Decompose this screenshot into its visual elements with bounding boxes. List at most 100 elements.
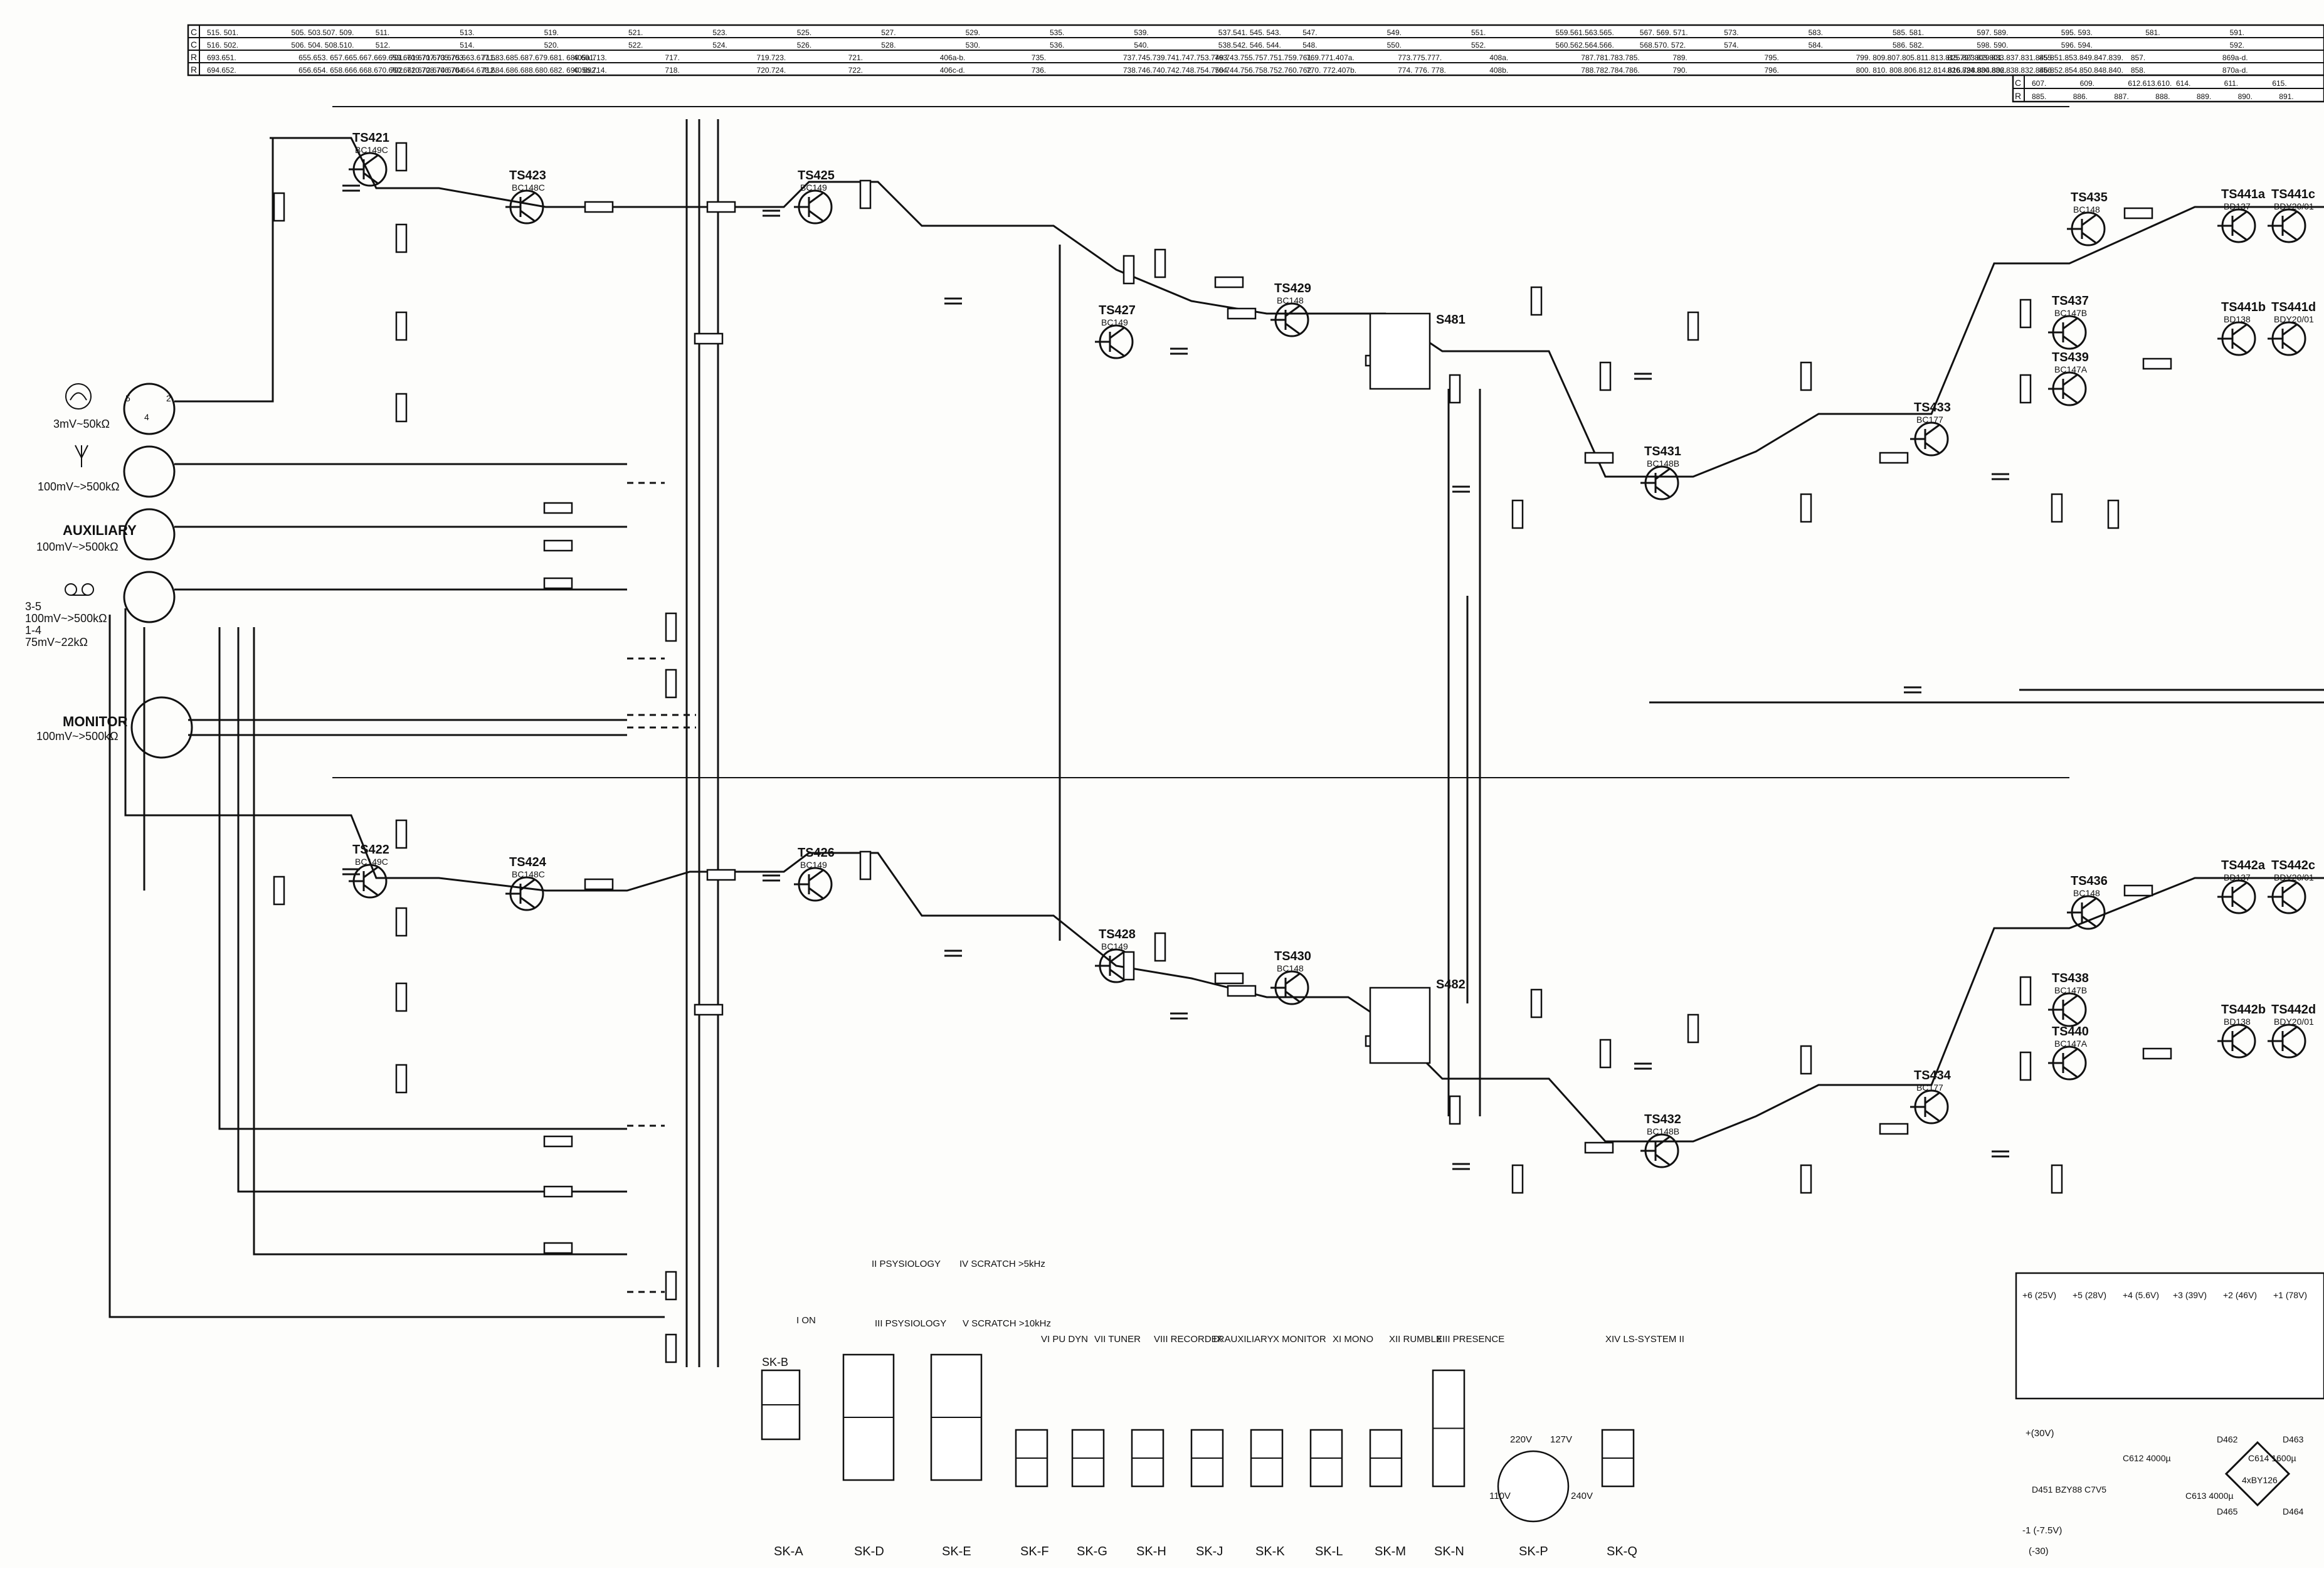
table-cell: 535. [1050, 28, 1064, 37]
table-cell: 405a.713. [573, 53, 606, 62]
switch-sk-k [1250, 1429, 1284, 1488]
resistor [1122, 951, 1135, 981]
table-row-tag: C [191, 40, 197, 50]
switch-sk-m [1369, 1429, 1403, 1488]
switch-sk-f [1015, 1429, 1048, 1488]
table-cell: 718. [665, 66, 679, 75]
transistor-type: BD138 [2224, 314, 2251, 324]
capacitor [1634, 1062, 1652, 1070]
table-cell: 869a-d. [2222, 53, 2248, 62]
transistor-group: TS421BC149CTS423BC148CTS425BC149TS427BC1… [349, 131, 2316, 1168]
input-label-monitor: MONITOR [63, 714, 128, 729]
table-cell: 609. [2080, 79, 2094, 88]
table-cell: 702. 710.708.706.704. [390, 66, 465, 75]
table-cell: 513. [460, 28, 474, 37]
resistor [1449, 374, 1461, 404]
transistor-type: BDY20/01 [2274, 872, 2314, 882]
svg-text:5: 5 [125, 393, 130, 403]
transistor-type: BD137 [2224, 201, 2251, 211]
din-socket-tuner [123, 445, 176, 498]
table-cell: 521. [628, 28, 643, 37]
switch-sk-p [1497, 1450, 1570, 1523]
resistor [1227, 307, 1257, 320]
table-cell: 888. [2155, 92, 2170, 101]
transistor-ref: TS437 [2052, 294, 2089, 308]
table-cell: 538.542. 546. 544. [1218, 41, 1281, 50]
component-symbols [273, 142, 2172, 1363]
resistor [1530, 988, 1543, 1018]
supply-diode-label: D462 [2217, 1434, 2238, 1444]
table-cell: 773.775.777. [1398, 53, 1442, 62]
table-cell: 788.782.784.786. [1581, 66, 1639, 75]
svg-text:4: 4 [144, 412, 149, 422]
table-cell: 522. [628, 41, 643, 50]
table-cell: 551. [1471, 28, 1486, 37]
transistor-type: BC147A [2054, 1039, 2088, 1049]
table-cell: 516. 502. [207, 41, 238, 50]
table-cell: 591. [2230, 28, 2244, 37]
resistor [273, 875, 285, 906]
input-spec-rec-4: 75mV~22kΩ [25, 636, 88, 648]
switch-name: SK-D [854, 1545, 884, 1558]
table-cell: 406a-b. [940, 53, 966, 62]
table-cell: 855. [2039, 53, 2054, 62]
transistor-ref: TS430 [1274, 949, 1311, 963]
tape-symbol-icon [65, 583, 94, 596]
table-cell: 787.781.783.785. [1581, 53, 1639, 62]
switch-name: SK-P [1519, 1545, 1548, 1558]
switch-function-label: XII RUMBLE [1389, 1334, 1442, 1345]
table-cell: 505. 503.507. 509. [291, 28, 354, 37]
switch-sk-l [1309, 1429, 1343, 1488]
supply-rail-label: +1 (78V) [2273, 1290, 2307, 1300]
voltage-option: 220V [1510, 1434, 1532, 1445]
wiring [108, 106, 2324, 1367]
switch-function-label: VII TUNER [1094, 1334, 1141, 1345]
resistor [1227, 985, 1257, 997]
supply-rail-label: +5 (28V) [2073, 1290, 2106, 1300]
capacitor [944, 949, 962, 957]
table-cell: 795. [1764, 53, 1778, 62]
transistor-type: BC149 [1101, 941, 1128, 951]
switch-sk-g [1071, 1429, 1105, 1488]
resistor [1584, 1141, 1614, 1154]
table-cell: 515. 501. [207, 28, 238, 37]
table-cell: 512. [376, 41, 390, 50]
resistor [2123, 207, 2153, 220]
transistor-ref: TS427 [1099, 304, 1136, 317]
resistor [2107, 499, 2120, 529]
switch-function-label: VIII RECORDER [1154, 1334, 1225, 1345]
transistor-ref: TS442b [2221, 1003, 2266, 1017]
table-cell: 655.653. 657.665.667.669.659.661.671.673… [298, 53, 596, 62]
switch-sk-e [930, 1353, 983, 1481]
resistor [1449, 1095, 1461, 1125]
resistor [2142, 357, 2172, 370]
table-cell: 527. [881, 28, 895, 37]
switch-sk-j [1190, 1429, 1224, 1488]
transistor-ref: TS435 [2071, 191, 2108, 204]
resistor [584, 878, 614, 891]
resistor [1599, 361, 1612, 391]
resistor [395, 223, 408, 253]
transistor-type: BC149C [355, 857, 388, 867]
table-cell: 611. [2224, 79, 2238, 88]
resistor [395, 982, 408, 1012]
transistor-ref: TS426 [798, 846, 835, 860]
switch-function-label: I ON [796, 1315, 816, 1326]
table-cell: 790. [1672, 66, 1687, 75]
voltage-option: 240V [1571, 1491, 1593, 1501]
switch-name: SK-G [1077, 1545, 1107, 1558]
table-cell: 548. [1302, 41, 1317, 50]
resistor [2019, 299, 2032, 329]
table-cell: 763. [1215, 53, 1229, 62]
transistor-ref: TS424 [509, 855, 547, 869]
table-cell: 693.651. [207, 53, 236, 62]
resistor [1879, 452, 1909, 464]
